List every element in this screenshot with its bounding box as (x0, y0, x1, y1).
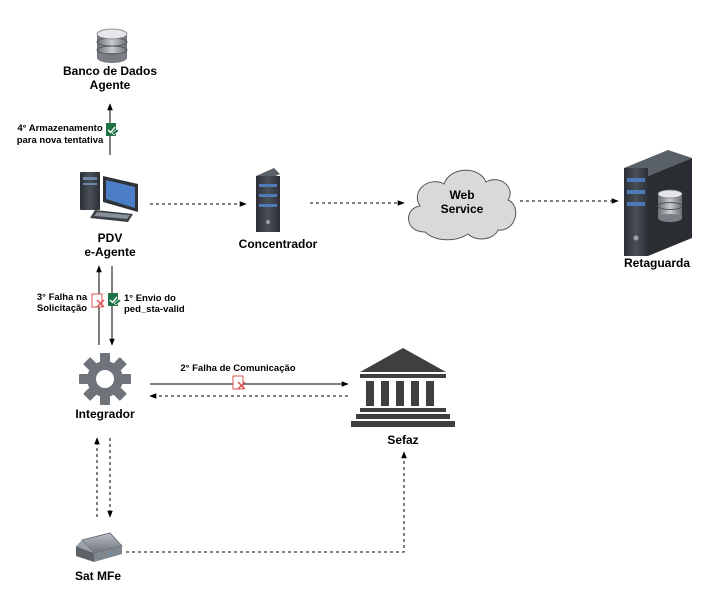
edge-label-envio-line2: ped_sta-valid (124, 304, 185, 315)
server-icon (256, 168, 280, 232)
database-icon (96, 28, 128, 63)
edge-label-falha-solicitacao-line1: 3° Falha na (37, 292, 88, 303)
node-sefaz[interactable]: Sefaz (351, 348, 455, 447)
node-satmfe[interactable]: Sat MFe (75, 532, 123, 583)
database-label-line1: Banco de Dados (63, 64, 157, 78)
node-webservice[interactable]: Web Service (408, 169, 517, 241)
failure-document-icon (232, 375, 246, 390)
edge-label-envio-line1: 1° Envio do (124, 293, 176, 304)
success-document-icon (106, 123, 120, 136)
sefaz-label: Sefaz (387, 433, 418, 447)
cloud-icon (408, 169, 517, 241)
desktop-computer-icon (80, 172, 138, 222)
database-label-line2: Agente (90, 78, 131, 92)
webservice-label-line1: Web (449, 188, 474, 202)
server-database-icon (624, 150, 692, 256)
pdv-label-line1: PDV (98, 231, 123, 245)
node-integrador[interactable]: Integrador (75, 353, 135, 421)
edge-label-armazenamento-line1: 4° Armazenamento (17, 123, 102, 134)
node-retaguarda[interactable]: Retaguarda (624, 150, 692, 270)
device-icon (76, 532, 123, 562)
pdv-label-line2: e-Agente (84, 245, 136, 259)
edge-label-falha-comunicacao: 2° Falha de Comunicação (180, 363, 295, 374)
node-database[interactable]: Banco de Dados Agente (63, 28, 157, 92)
satmfe-label: Sat MFe (75, 569, 121, 583)
node-concentrador[interactable]: Concentrador (239, 168, 318, 251)
edge-label-armazenamento-line2: para nova tentativa (17, 135, 104, 146)
edge-label-falha-solicitacao-line2: Solicitação (37, 303, 87, 314)
government-building-icon (351, 348, 455, 427)
node-pdv[interactable]: PDV e-Agente (80, 172, 138, 259)
success-document-icon (108, 293, 122, 306)
integrador-label: Integrador (75, 407, 135, 421)
concentrador-label: Concentrador (239, 237, 318, 251)
edge-sat-sefaz (126, 451, 407, 553)
webservice-label-line2: Service (441, 202, 484, 216)
failure-document-icon (91, 293, 105, 308)
gear-icon (79, 353, 131, 405)
retaguarda-label: Retaguarda (624, 256, 690, 270)
